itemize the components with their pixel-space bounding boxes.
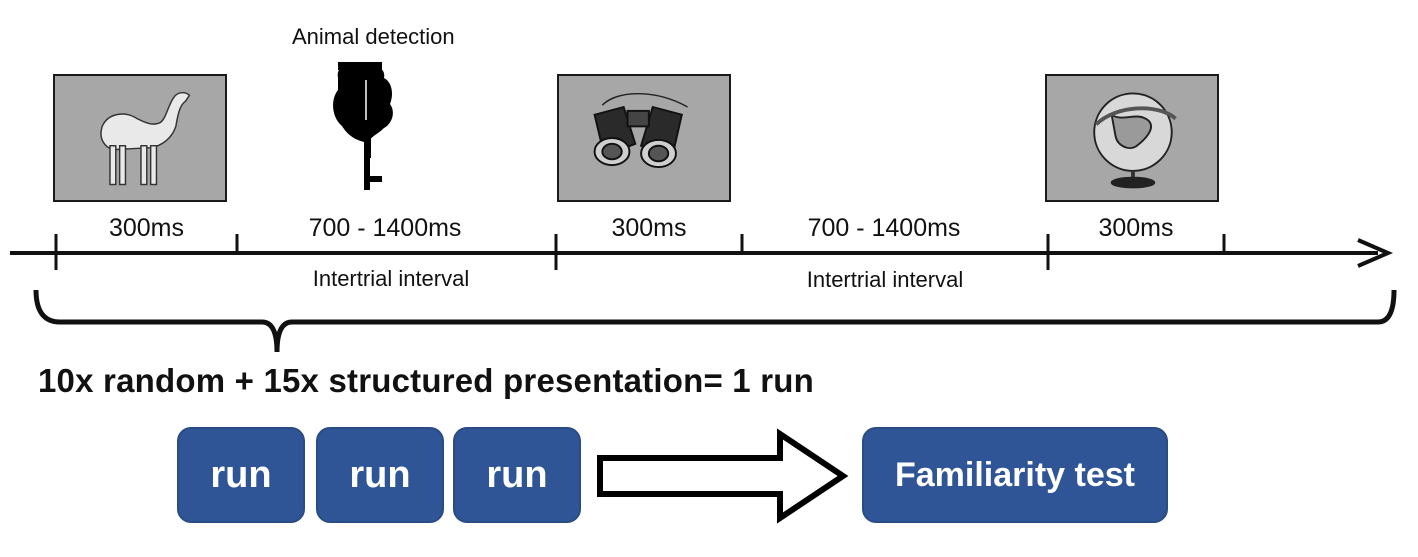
duration-label: 300ms — [1098, 214, 1174, 242]
run-summary: 10x random + 15x structured presentation… — [38, 362, 814, 399]
duration-label: 300ms — [611, 214, 687, 242]
stimulus-camel — [53, 74, 227, 202]
run-box: run — [453, 427, 581, 523]
timeline-arrowhead — [1357, 238, 1394, 268]
stimulus-globe — [1045, 74, 1219, 202]
run-brace — [33, 289, 1397, 353]
familiarity-test-box: Familiarity test — [862, 427, 1168, 523]
interval-label: Intertrial interval — [312, 266, 470, 291]
flow-arrow — [597, 428, 849, 524]
binoculars-icon — [593, 92, 688, 169]
pointing-hand-icon — [333, 62, 393, 190]
duration-label: 700 - 1400ms — [308, 214, 462, 242]
cue-label: Animal detection — [292, 24, 455, 49]
run-box: run — [316, 427, 444, 523]
duration-label: 300ms — [108, 214, 185, 242]
stimulus-binoculars — [557, 74, 731, 202]
interval-label: Intertrial interval — [806, 267, 964, 292]
camel-icon — [100, 91, 191, 186]
run-box: run — [177, 427, 305, 523]
duration-label: 700 - 1400ms — [807, 214, 961, 242]
globe-icon — [1093, 92, 1177, 189]
